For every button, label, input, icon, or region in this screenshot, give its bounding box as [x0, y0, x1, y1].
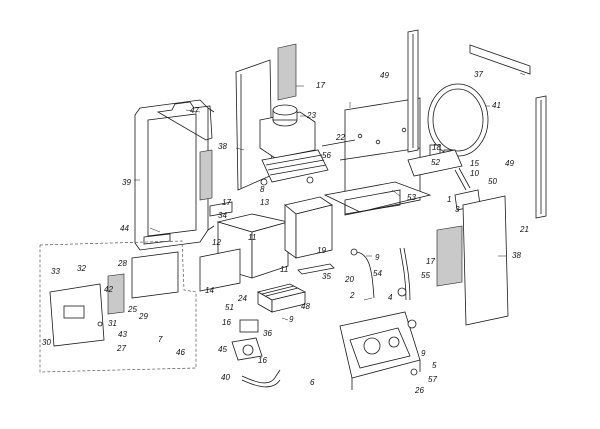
- label-23: 23: [306, 111, 316, 120]
- label-51: 51: [225, 303, 234, 312]
- label-20: 20: [344, 275, 354, 284]
- label-33: 33: [51, 267, 60, 276]
- frame-rails: [407, 29, 547, 219]
- burner-strip: [297, 263, 335, 275]
- label-17c: 17: [426, 257, 435, 266]
- hydraulic-pipes: [350, 247, 411, 301]
- label-15: 15: [470, 159, 479, 168]
- label-46: 46: [176, 348, 185, 357]
- side-panel-left: [235, 43, 297, 191]
- label-42: 42: [104, 285, 113, 294]
- label-31: 31: [108, 319, 117, 328]
- label-49a: 49: [380, 71, 389, 80]
- label-8: 8: [260, 185, 265, 194]
- label-41: 41: [492, 101, 501, 110]
- side-panel-right: [462, 195, 509, 326]
- heat-exchanger: [260, 149, 329, 186]
- label-1: 1: [447, 195, 451, 204]
- label-52: 52: [431, 158, 440, 167]
- label-44: 44: [120, 224, 129, 233]
- label-38b: 38: [512, 251, 521, 260]
- label-11b: 11: [280, 265, 288, 274]
- label-9a: 9: [375, 253, 380, 262]
- label-35: 35: [322, 272, 331, 281]
- label-40: 40: [221, 373, 230, 382]
- label-10: 10: [470, 169, 479, 178]
- burner: [256, 283, 307, 313]
- label-18: 18: [432, 143, 441, 152]
- label-34: 34: [218, 211, 227, 220]
- label-56: 56: [322, 151, 331, 160]
- label-7: 7: [158, 335, 163, 344]
- label-6: 6: [310, 378, 315, 387]
- flue-hood: [259, 104, 316, 159]
- insulation-panel-right: [436, 225, 463, 287]
- label-14: 14: [205, 286, 214, 295]
- combustion-chamber: [199, 196, 333, 292]
- control-panel-group: [39, 240, 197, 373]
- label-54: 54: [373, 269, 382, 278]
- back-panel: [323, 97, 432, 216]
- label-29: 29: [138, 312, 148, 321]
- label-38a: 38: [218, 142, 227, 151]
- label-17a: 17: [316, 81, 325, 90]
- hydraulic-group: [339, 311, 421, 390]
- label-3: 3: [455, 205, 460, 214]
- label-11a: 11: [248, 233, 256, 242]
- label-16a: 16: [222, 318, 231, 327]
- insulation-panel-left: [199, 149, 213, 201]
- label-12: 12: [212, 238, 221, 247]
- label-30: 30: [42, 338, 51, 347]
- label-37: 37: [474, 70, 483, 79]
- label-26: 26: [414, 386, 424, 395]
- part-number-labels: 1 2 3 4 5 6 7 8 9 9 9 10 11 11 12 13 14 …: [42, 70, 529, 395]
- label-16b: 16: [258, 356, 267, 365]
- label-28: 28: [117, 259, 127, 268]
- label-55: 55: [421, 271, 430, 280]
- leader-lines: [134, 72, 526, 321]
- label-21: 21: [519, 225, 529, 234]
- label-36: 36: [263, 329, 272, 338]
- label-24: 24: [237, 294, 247, 303]
- label-19: 19: [317, 246, 326, 255]
- label-4: 4: [388, 293, 393, 302]
- gas-pipe: [241, 369, 281, 384]
- front-cover-panel: [134, 99, 215, 251]
- label-2: 2: [349, 291, 355, 300]
- support-bracket: [321, 139, 356, 147]
- label-9b: 9: [289, 315, 294, 324]
- label-32: 32: [77, 264, 86, 273]
- label-13: 13: [260, 198, 269, 207]
- label-45: 45: [218, 345, 227, 354]
- label-43: 43: [118, 330, 127, 339]
- label-17b: 17: [222, 198, 231, 207]
- label-47: 47: [190, 106, 199, 115]
- label-39: 39: [122, 178, 131, 187]
- gas-valve: [231, 319, 263, 361]
- label-9c: 9: [421, 349, 426, 358]
- label-25: 25: [127, 305, 137, 314]
- label-5: 5: [432, 361, 437, 370]
- label-57: 57: [428, 375, 437, 384]
- label-49b: 49: [505, 159, 514, 168]
- label-27: 27: [116, 344, 126, 353]
- label-48: 48: [301, 302, 310, 311]
- label-22: 22: [335, 133, 345, 142]
- label-50: 50: [488, 177, 497, 186]
- label-53: 53: [407, 193, 416, 202]
